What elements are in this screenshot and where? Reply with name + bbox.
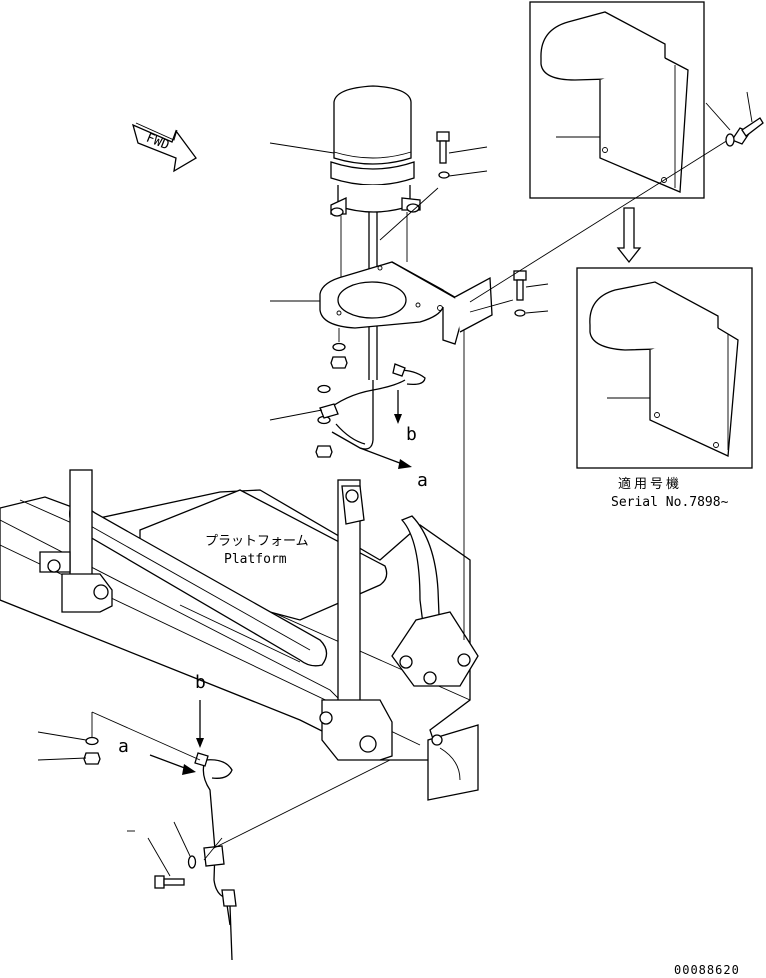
- platform-frame: [0, 469, 479, 801]
- letter-a-upper: a: [417, 470, 428, 491]
- serial-jp: 適用号機: [618, 476, 682, 492]
- ground-wire-lower: [194, 752, 237, 961]
- bolts-side: [725, 117, 764, 147]
- letter-b-lower: b: [195, 672, 206, 693]
- bolt-lower: [154, 855, 197, 889]
- down-arrow-icon: [616, 207, 642, 264]
- bolt-upper: [436, 131, 450, 179]
- washers-nuts-lower: [83, 736, 101, 765]
- drawing-number: 00088620: [674, 963, 740, 977]
- lamp-bracket: [319, 261, 493, 345]
- bolt-right: [513, 270, 527, 317]
- beacon-lamp: [330, 85, 421, 380]
- platform-label-en: Platform: [224, 552, 287, 567]
- detail-box-old: [529, 1, 705, 199]
- washers-nuts-upper: [315, 342, 348, 458]
- letter-b-upper: b: [406, 424, 417, 445]
- fwd-arrow-icon: FWD: [132, 122, 197, 173]
- letter-a-lower: a: [118, 736, 129, 757]
- serial-en: Serial No.7898~: [611, 495, 729, 510]
- platform-label-jp: プラットフォーム: [205, 534, 309, 549]
- ground-wire-upper: [319, 363, 426, 450]
- detail-box-new: [576, 267, 753, 469]
